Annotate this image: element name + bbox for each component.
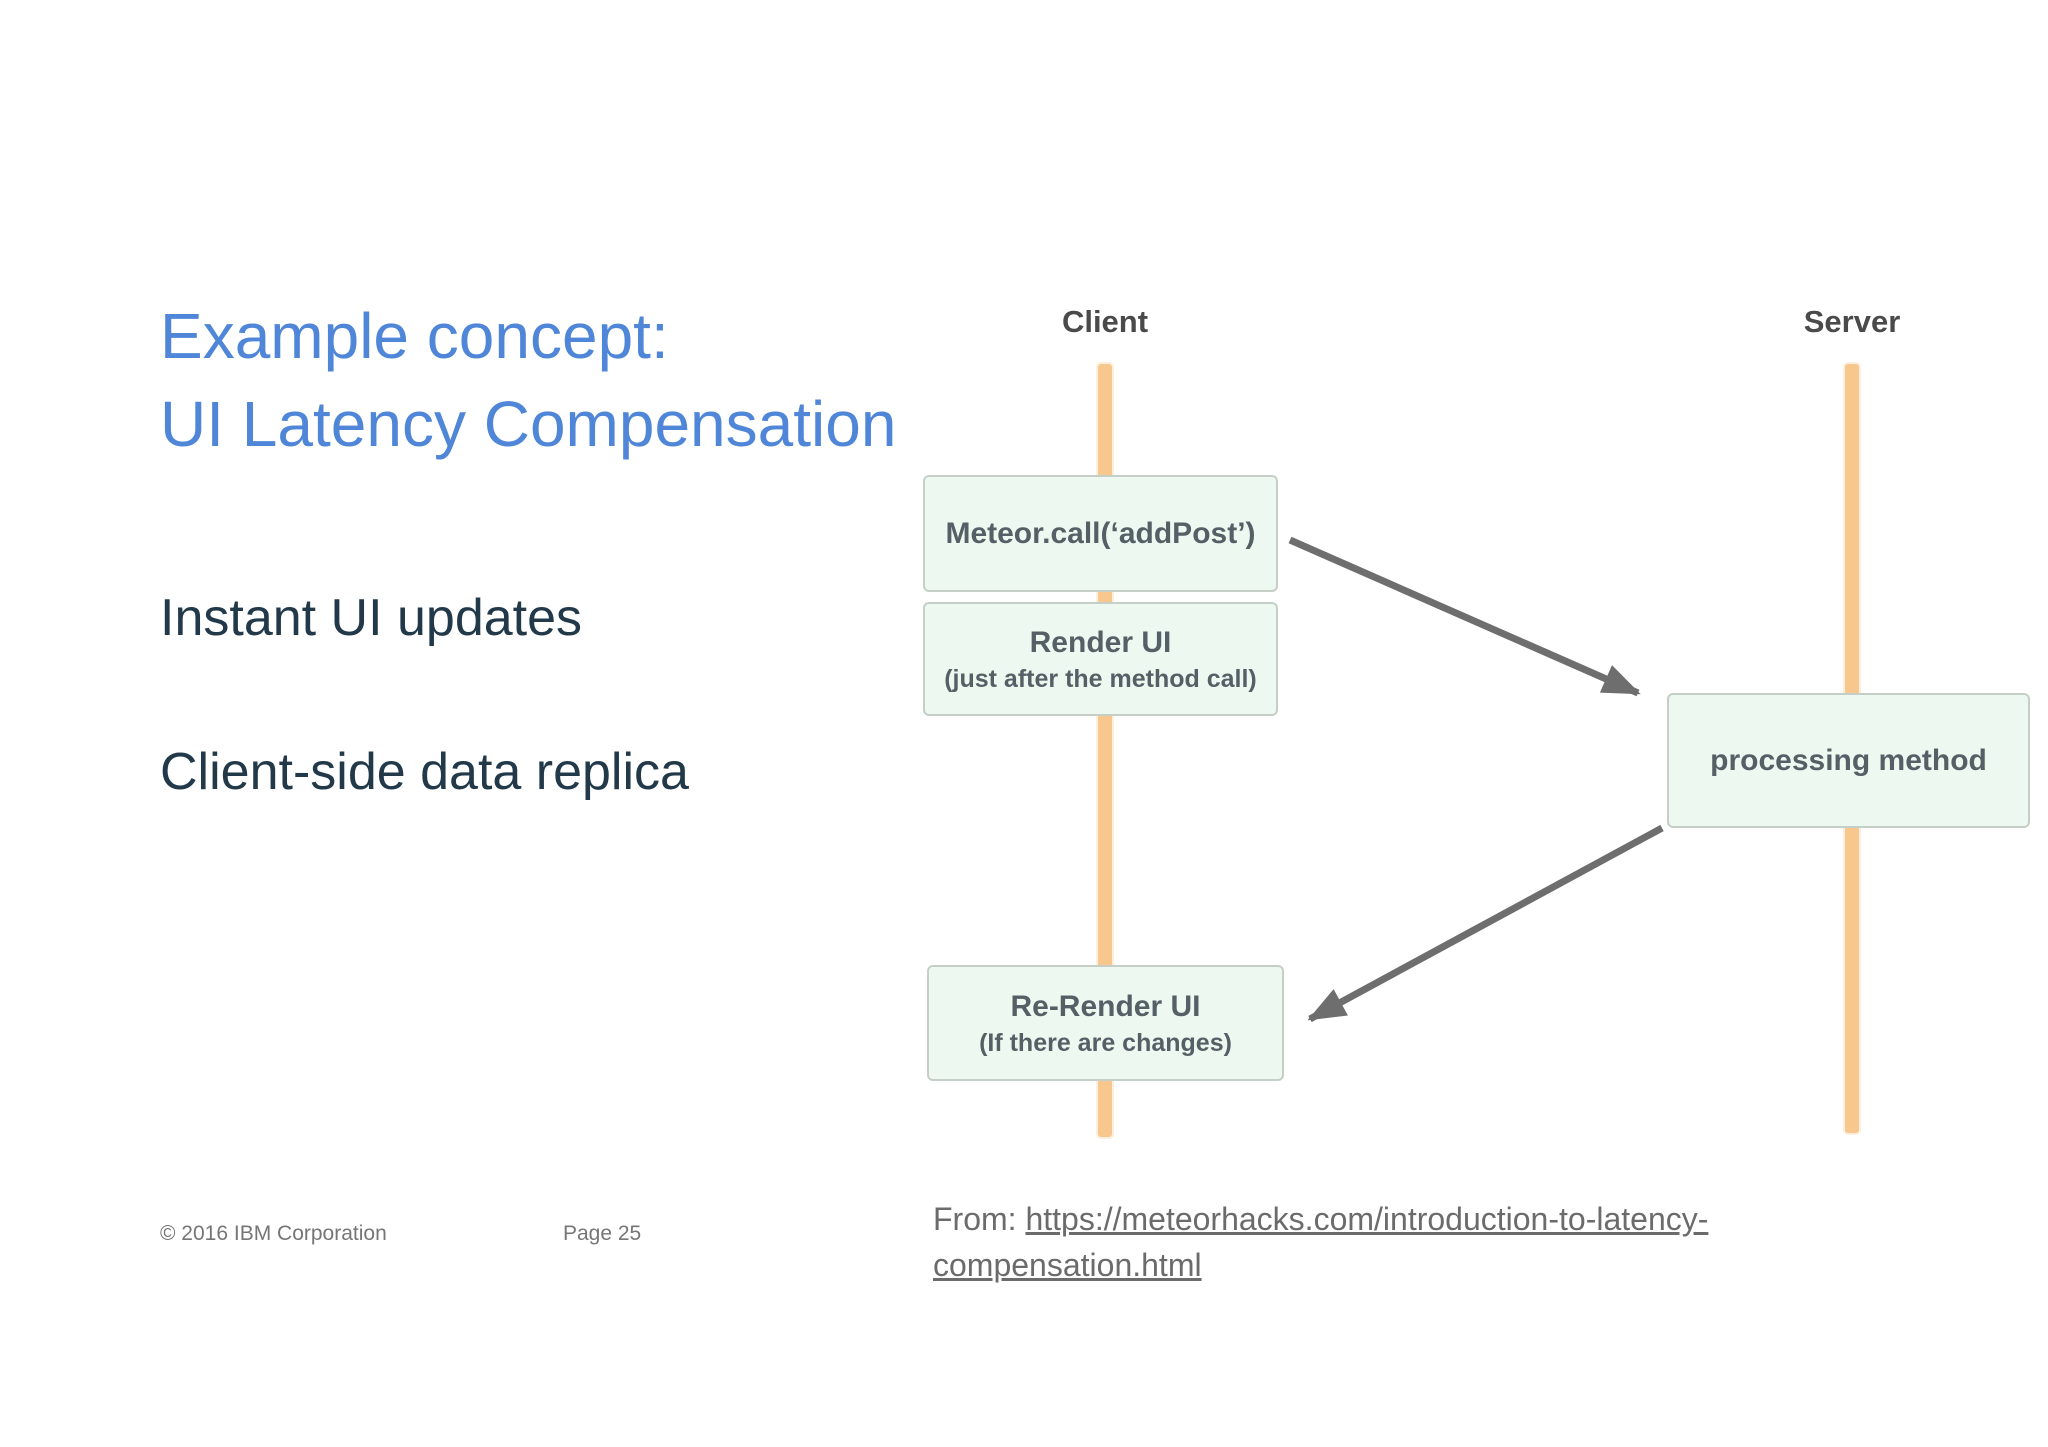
footer-copyright: © 2016 IBM Corporation [160,1222,387,1245]
arrow-client-to-server-icon [1288,536,1641,697]
box-render-ui: Render UI (just after the method call) [923,602,1278,716]
source-url-line-1[interactable]: https://meteorhacks.com/introduction-to-… [1025,1201,1709,1237]
source-prefix: From: [933,1201,1017,1237]
box-render-ui-title: Render UI [1029,626,1172,659]
lane-label-server: Server [1803,304,1901,339]
bullet-client-side-data-replica: Client-side data replica [160,743,689,801]
source-attribution: From: https://meteorhacks.com/introducti… [933,1196,1708,1288]
footer-page-number: Page 25 [563,1222,642,1245]
slide-title-line-2: UI Latency Compensation [160,388,897,460]
arrow-server-to-client-icon [1307,824,1664,1023]
slide-title-line-1: Example concept: [160,300,669,372]
box-processing-method-title: processing method [1710,743,1987,777]
box-processing-method: processing method [1667,693,2030,828]
box-re-render-ui: Re-Render UI (If there are changes) [927,965,1284,1081]
bullet-instant-ui-updates: Instant UI updates [160,589,583,647]
box-re-render-ui-title: Re-Render UI [1010,990,1201,1023]
box-render-ui-subtitle: (just after the method call) [944,665,1257,693]
box-re-render-ui-subtitle: (If there are changes) [979,1029,1232,1057]
box-meteor-call-title: Meteor.call(‘addPost’) [945,516,1256,550]
box-meteor-call: Meteor.call(‘addPost’) [923,475,1278,592]
source-url-line-2[interactable]: compensation.html [933,1247,1202,1283]
slide-title: Example concept: UI Latency Compensation [160,292,896,468]
lane-label-client: Client [1061,304,1149,339]
